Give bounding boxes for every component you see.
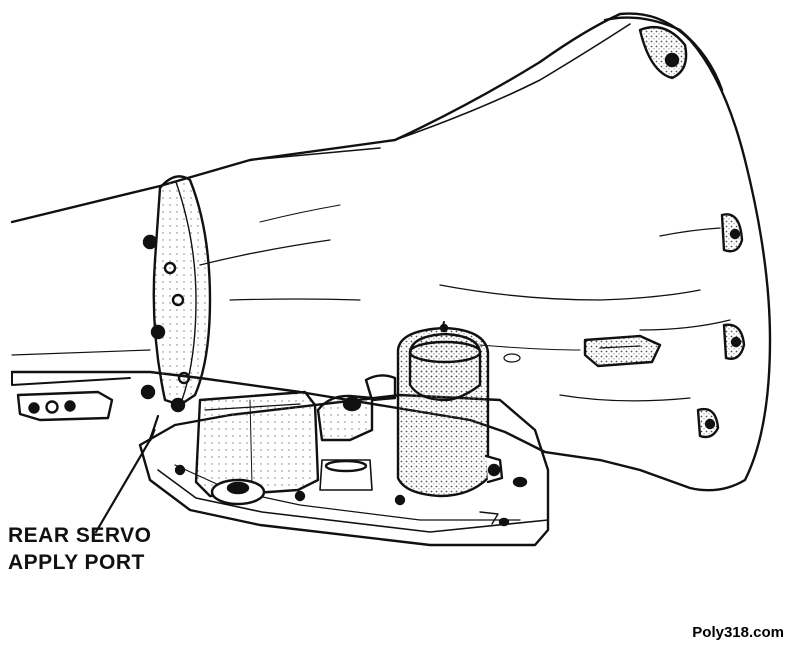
oil-pan-edge <box>149 469 549 546</box>
callout-line-1: REAR SERVO <box>8 524 152 547</box>
source-credit: Poly318.com <box>692 624 784 641</box>
case-flange <box>152 175 212 407</box>
case-contour-7 <box>479 344 581 351</box>
callout-line-2: APPLY PORT <box>8 551 145 574</box>
case-top-seam <box>394 23 631 141</box>
case-contour-4 <box>439 284 701 301</box>
mounting-tab <box>16 390 114 422</box>
bell-housing-rim <box>603 16 724 92</box>
rear-servo-cap <box>408 332 482 402</box>
case-top-seam-2 <box>249 147 381 161</box>
side-boss <box>583 334 662 368</box>
case-contour-1 <box>199 239 331 266</box>
valve-body-left <box>194 390 320 498</box>
case-contour-6 <box>659 227 721 237</box>
case-contour-8 <box>639 319 731 331</box>
case-contour-3 <box>259 204 341 223</box>
case-contour-5 <box>559 394 691 402</box>
side-port <box>503 353 521 363</box>
case-contour-2 <box>229 298 361 301</box>
extension-mid-line <box>11 349 151 356</box>
extension-lower-edge <box>11 371 131 386</box>
rear-servo-apply-port-label: REAR SERVO APPLY PORT <box>8 522 151 576</box>
bell-boss-top <box>638 25 688 80</box>
case-body-outline <box>10 12 772 492</box>
